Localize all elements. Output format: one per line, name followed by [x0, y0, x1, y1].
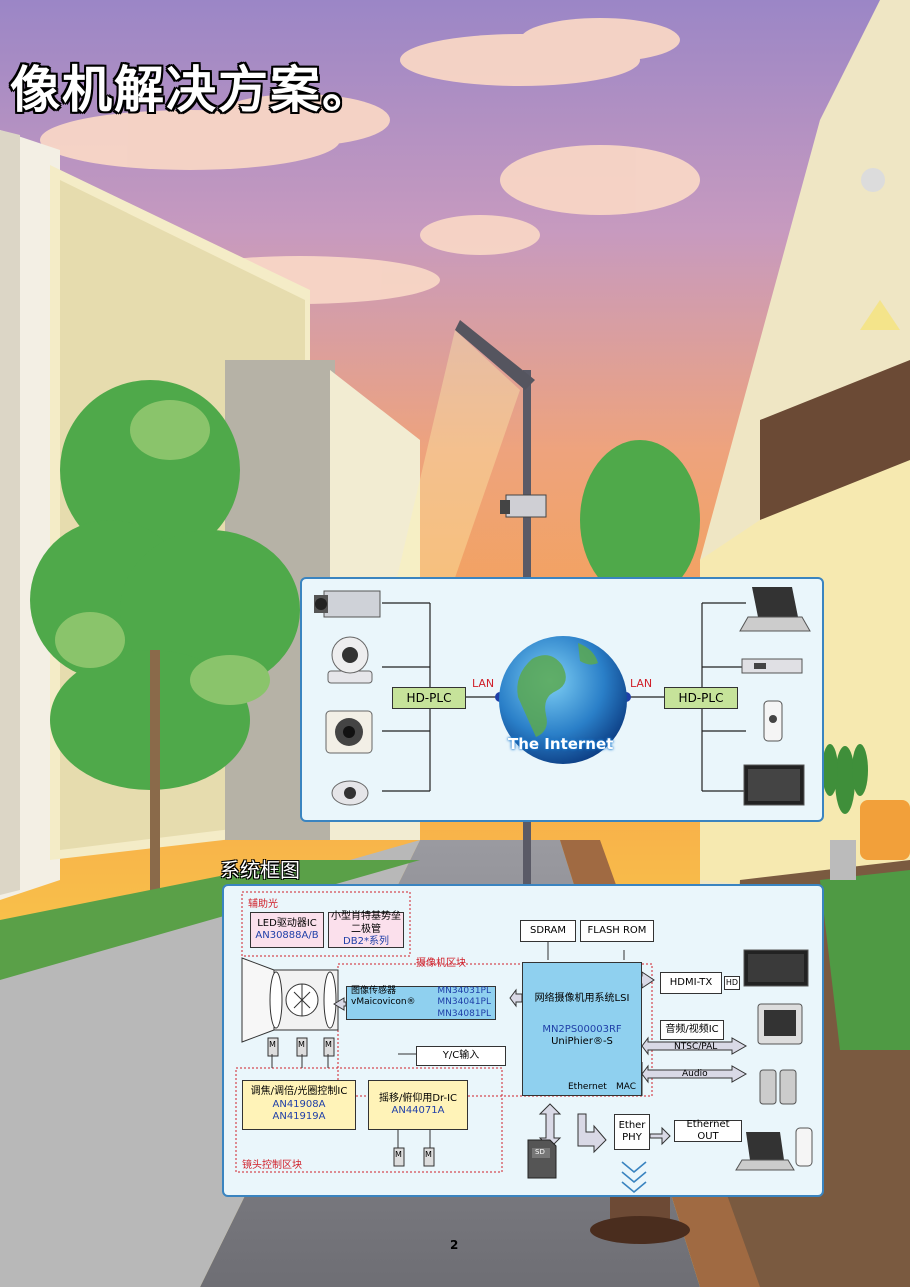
- mobile-phone-icon: [795, 1127, 813, 1167]
- ntsc-pal-label: NTSC/PAL: [674, 1042, 718, 1052]
- image-sensor-part-1: MN34031PL: [437, 986, 491, 997]
- system-lsi-box: 网络摄像机用系统LSI MN2PS00003RF UniPhier®-S: [522, 962, 642, 1096]
- internet-label: The Internet: [508, 735, 614, 753]
- led-driver-part: AN30888A/B: [255, 930, 319, 941]
- ether-phy-line-2: PHY: [622, 1132, 642, 1143]
- pan-tilt-ic-title: 摇移/俯仰用Dr-IC: [378, 1092, 458, 1104]
- sdram-box: SDRAM: [520, 920, 576, 942]
- pan-tilt-ic-box: 摇移/俯仰用Dr-IC AN44071A: [368, 1080, 468, 1130]
- mini-dome-camera-icon: [331, 780, 369, 806]
- aux-light-label: 辅助光: [248, 899, 278, 910]
- image-sensor-box: 图像传感器 MN34031PL vMaicovicon® MN34041PL MN3…: [346, 986, 496, 1020]
- system-diagram-panel: 辅助光 LED驱动器IC AN30888A/B 小型肖特基势垒 二极管 DB2*…: [222, 884, 824, 1197]
- hd-plc-box-left: HD-PLC: [392, 687, 466, 709]
- lan-label-right: LAN: [630, 677, 653, 690]
- network-panel: HD-PLC HD-PLC LAN LAN The Internet: [300, 577, 824, 822]
- focus-ic-part-2: AN41919A: [272, 1111, 326, 1123]
- lsi-brand: UniPhier®-S: [551, 1036, 613, 1047]
- lens-block-outline: [235, 1067, 503, 1173]
- lens-block-label: 镜头控制区块: [242, 1160, 302, 1171]
- mobile-phone-icon: [763, 700, 783, 742]
- hdmi-tx-box: HDMI-TX: [660, 972, 722, 994]
- motor-tag-3: M: [325, 1040, 332, 1049]
- hd-plc-box-right: HD-PLC: [664, 687, 738, 709]
- lsi-mac-label: MAC: [616, 1082, 637, 1092]
- ptz-dome-camera-icon: [327, 636, 373, 684]
- image-sensor-brand: vMaicovicon®: [351, 997, 416, 1008]
- network-connection-lines: [314, 587, 811, 806]
- schottky-diode-box: 小型肖特基势垒 二极管 DB2*系列: [328, 911, 404, 948]
- hd-tag: HD: [724, 976, 740, 990]
- lens-assembly-icon: [241, 957, 339, 1043]
- led-driver-ic-box: LED驱动器IC AN30888A/B: [250, 912, 324, 948]
- yc-input-box: Y/C输入: [416, 1046, 506, 1066]
- motor-tag-2: M: [298, 1040, 305, 1049]
- page-title: 像机解决方案。: [10, 61, 374, 119]
- motor-tag-5: M: [425, 1150, 432, 1159]
- schottky-title-2: 二极管: [351, 923, 381, 935]
- system-diagram-lines: [235, 891, 813, 1194]
- laptop-icon: [739, 587, 811, 632]
- lsi-part: MN2PS00003RF: [542, 1023, 622, 1035]
- av-ic-box: 音频/视频IC: [660, 1020, 724, 1040]
- ether-phy-line-1: Ether: [618, 1119, 646, 1131]
- compact-camera-icon: [325, 710, 373, 754]
- tv-monitor-icon: [743, 764, 805, 806]
- sd-label: SD: [535, 1148, 545, 1156]
- image-sensor-part-2: MN34041PL: [437, 997, 491, 1008]
- focus-ic-title: 调焦/调倍/光圈控制IC: [250, 1086, 348, 1098]
- motor-tag-1: M: [269, 1040, 276, 1049]
- camera-block-label: 摄像机区块: [416, 958, 466, 969]
- lsi-ethernet-label: Ethernet: [568, 1082, 607, 1092]
- chevron-down-icon: [621, 1161, 647, 1194]
- hd-tv-icon: [743, 949, 809, 987]
- schottky-part: DB2*系列: [343, 936, 389, 948]
- led-driver-title: LED驱动器IC: [257, 917, 317, 929]
- speakers-icon: [759, 1069, 797, 1105]
- internet-globe-icon: [499, 636, 627, 764]
- motor-tag-4: M: [395, 1150, 402, 1159]
- image-sensor-title: 图像传感器: [351, 986, 397, 997]
- lan-label-left: LAN: [472, 677, 495, 690]
- focus-control-ic-box: 调焦/调倍/光圈控制IC AN41908A AN41919A: [242, 1080, 356, 1130]
- ether-phy-box: Ether PHY: [614, 1114, 650, 1150]
- crt-monitor-icon: [757, 1003, 803, 1045]
- focus-ic-part-1: AN41908A: [272, 1098, 326, 1110]
- schottky-title-1: 小型肖特基势垒: [331, 911, 401, 923]
- lsi-title: 网络摄像机用系统LSI: [534, 993, 630, 1004]
- flash-rom-box: FLASH ROM: [580, 920, 654, 942]
- recorder-icon: [741, 658, 803, 674]
- system-diagram-title: 系统框图: [220, 858, 300, 882]
- sd-card-icon: [527, 1139, 557, 1179]
- box-camera-icon: [314, 590, 381, 618]
- aux-light-group-outline: [241, 891, 411, 957]
- audio-label: Audio: [682, 1069, 708, 1079]
- image-sensor-part-3: MN34081PL: [437, 1008, 491, 1019]
- page-number: 2: [450, 1238, 459, 1252]
- laptop-icon: [735, 1132, 795, 1171]
- ethernet-out-box: Ethernet OUT: [674, 1119, 742, 1142]
- pan-tilt-ic-part: AN44071A: [391, 1105, 445, 1116]
